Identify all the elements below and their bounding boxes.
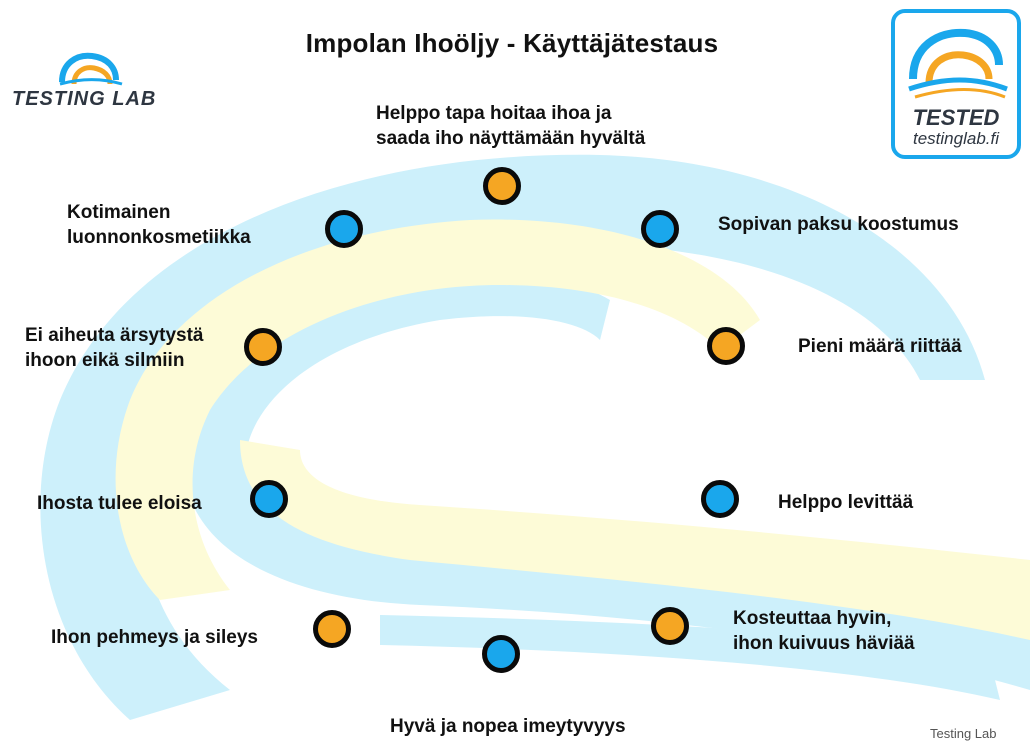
item-dot-4 (701, 480, 739, 518)
item-dot-5 (651, 607, 689, 645)
item-label-4: Helppo levittää (778, 492, 914, 513)
item-label-2: Sopivan paksu koostumus (718, 214, 959, 235)
brand-logo-text: TESTING LAB (12, 88, 157, 110)
testing-lab-logo: TESTING LAB (12, 50, 172, 110)
wave-logo-icon (59, 52, 123, 86)
item-dot-7 (313, 610, 351, 648)
item-label-9: Ei aiheuta ärsytystä ihoon eikä silmiin (25, 325, 204, 371)
wave-badge-icon (908, 28, 1008, 99)
item-dot-2 (641, 210, 679, 248)
item-label-10: Kotimainen luonnonkosmetiikka (67, 202, 251, 248)
tested-badge: TESTED testinglab.fi (891, 9, 1021, 159)
footer-credit: Testing Lab (930, 726, 997, 741)
item-dot-3 (707, 327, 745, 365)
badge-tested-text: TESTED (912, 105, 1000, 130)
item-dot-8 (250, 480, 288, 518)
item-dot-10 (325, 210, 363, 248)
badge-url-text: testinglab.fi (913, 129, 999, 148)
item-label-7: Ihon pehmeys ja sileys (51, 627, 258, 648)
item-label-5: Kosteuttaa hyvin, ihon kuivuus häviää (733, 608, 915, 654)
item-label-1: Helppo tapa hoitaa ihoa ja saada iho näy… (376, 103, 646, 149)
page-title: Impolan Ihoöljy - Käyttäjätestaus (305, 28, 719, 58)
item-label-6: Hyvä ja nopea imeytyvyys (390, 716, 626, 737)
item-label-3: Pieni määrä riittää (798, 336, 962, 357)
item-dot-6 (482, 635, 520, 673)
item-label-8: Ihosta tulee eloisa (37, 493, 202, 514)
item-dot-9 (244, 328, 282, 366)
item-dot-1 (483, 167, 521, 205)
